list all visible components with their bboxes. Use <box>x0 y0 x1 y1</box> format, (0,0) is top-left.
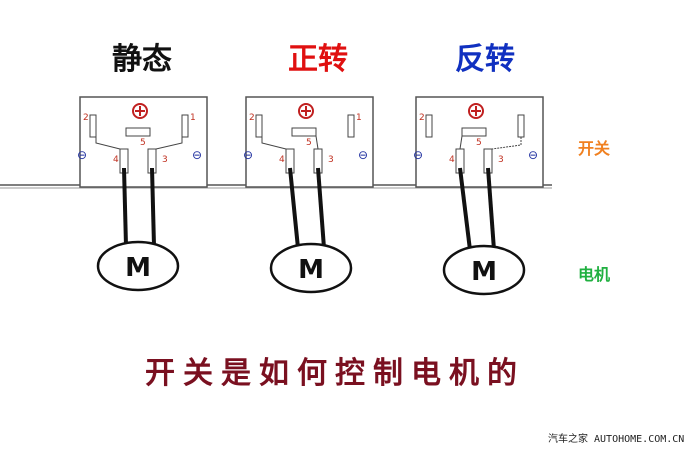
pin-label: 2 <box>83 113 89 123</box>
motor-forward <box>269 242 353 294</box>
pin-label: 4 <box>449 155 455 165</box>
label-switch: 开关 <box>578 139 611 158</box>
motor-static <box>96 240 180 292</box>
switch-static <box>76 96 208 188</box>
pin-label: 3 <box>162 155 168 165</box>
pin-label: 5 <box>306 138 312 148</box>
pin-label: 2 <box>249 113 255 123</box>
switch-reverse <box>412 96 544 188</box>
label-motor: 电机 <box>578 265 611 284</box>
motor-reverse <box>442 244 526 296</box>
pin-labels: 2 1 5 4 3 2 1 5 4 3 2 5 4 3 <box>83 113 504 165</box>
watermark: 汽车之家 AUTOHOME.COM.CN <box>548 434 685 445</box>
pin-label: 3 <box>498 155 504 165</box>
title-static: 静态 <box>112 42 172 77</box>
motor-label: M <box>298 255 324 285</box>
motor-label: M <box>471 257 497 287</box>
pin-label: 3 <box>328 155 334 165</box>
pin-label: 5 <box>476 138 482 148</box>
switch-forward <box>242 96 374 188</box>
title-reverse: 反转 <box>455 42 515 77</box>
motor-wires <box>122 167 496 251</box>
pin-label: 4 <box>113 155 119 165</box>
pin-label: 5 <box>140 138 146 148</box>
pin-label: 1 <box>190 113 196 123</box>
motor-label: M <box>125 253 151 283</box>
title-forward: 正转 <box>288 42 348 77</box>
pin-label: 4 <box>279 155 285 165</box>
pin-label: 1 <box>356 113 362 123</box>
pin-label: 2 <box>419 113 425 123</box>
caption: 开关是如何控制电机的 <box>145 356 525 391</box>
